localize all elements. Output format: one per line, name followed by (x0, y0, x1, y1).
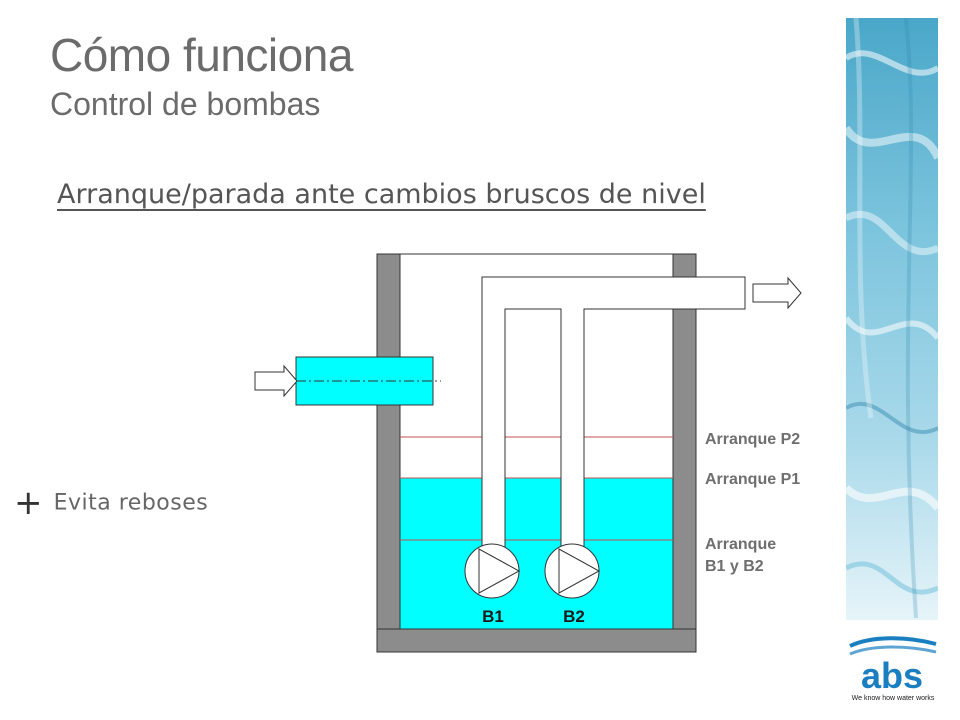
level-label-p2: Arranque P2 (705, 431, 801, 448)
abs-logo: abs We know how water works (849, 636, 937, 702)
pump-b2-icon (544, 543, 601, 599)
benefit-text: Evita reboses (53, 490, 209, 516)
level-label-both: Arranque B1 y B2 (705, 534, 815, 578)
section-heading: Arranque/parada ante cambios bruscos de … (57, 179, 706, 210)
pump-b2-label: B2 (563, 607, 585, 626)
water-body (399, 477, 674, 630)
tank-floor (376, 628, 697, 653)
logo-tagline: We know how water works (852, 695, 935, 702)
benefit-item: + Evita reboses (14, 483, 208, 523)
outlet-arrow (752, 276, 802, 310)
plus-icon: + (14, 483, 43, 523)
tank-right-wall (672, 253, 697, 653)
level-label-p1: Arranque P1 (705, 471, 801, 488)
level-label-both-line2: B1 y B2 (705, 558, 764, 575)
level-label-both-line1: Arranque (705, 536, 777, 553)
inlet-arrow (254, 364, 298, 398)
tank-left-wall (376, 253, 401, 653)
logo-wordmark: abs (861, 655, 923, 696)
pump-b1-label: B1 (482, 607, 504, 626)
page-subtitle: Control de bombas (50, 86, 321, 122)
water-banner-image (846, 18, 938, 620)
pump-b1-icon (464, 543, 521, 599)
page-title: Cómo funciona (50, 29, 353, 81)
